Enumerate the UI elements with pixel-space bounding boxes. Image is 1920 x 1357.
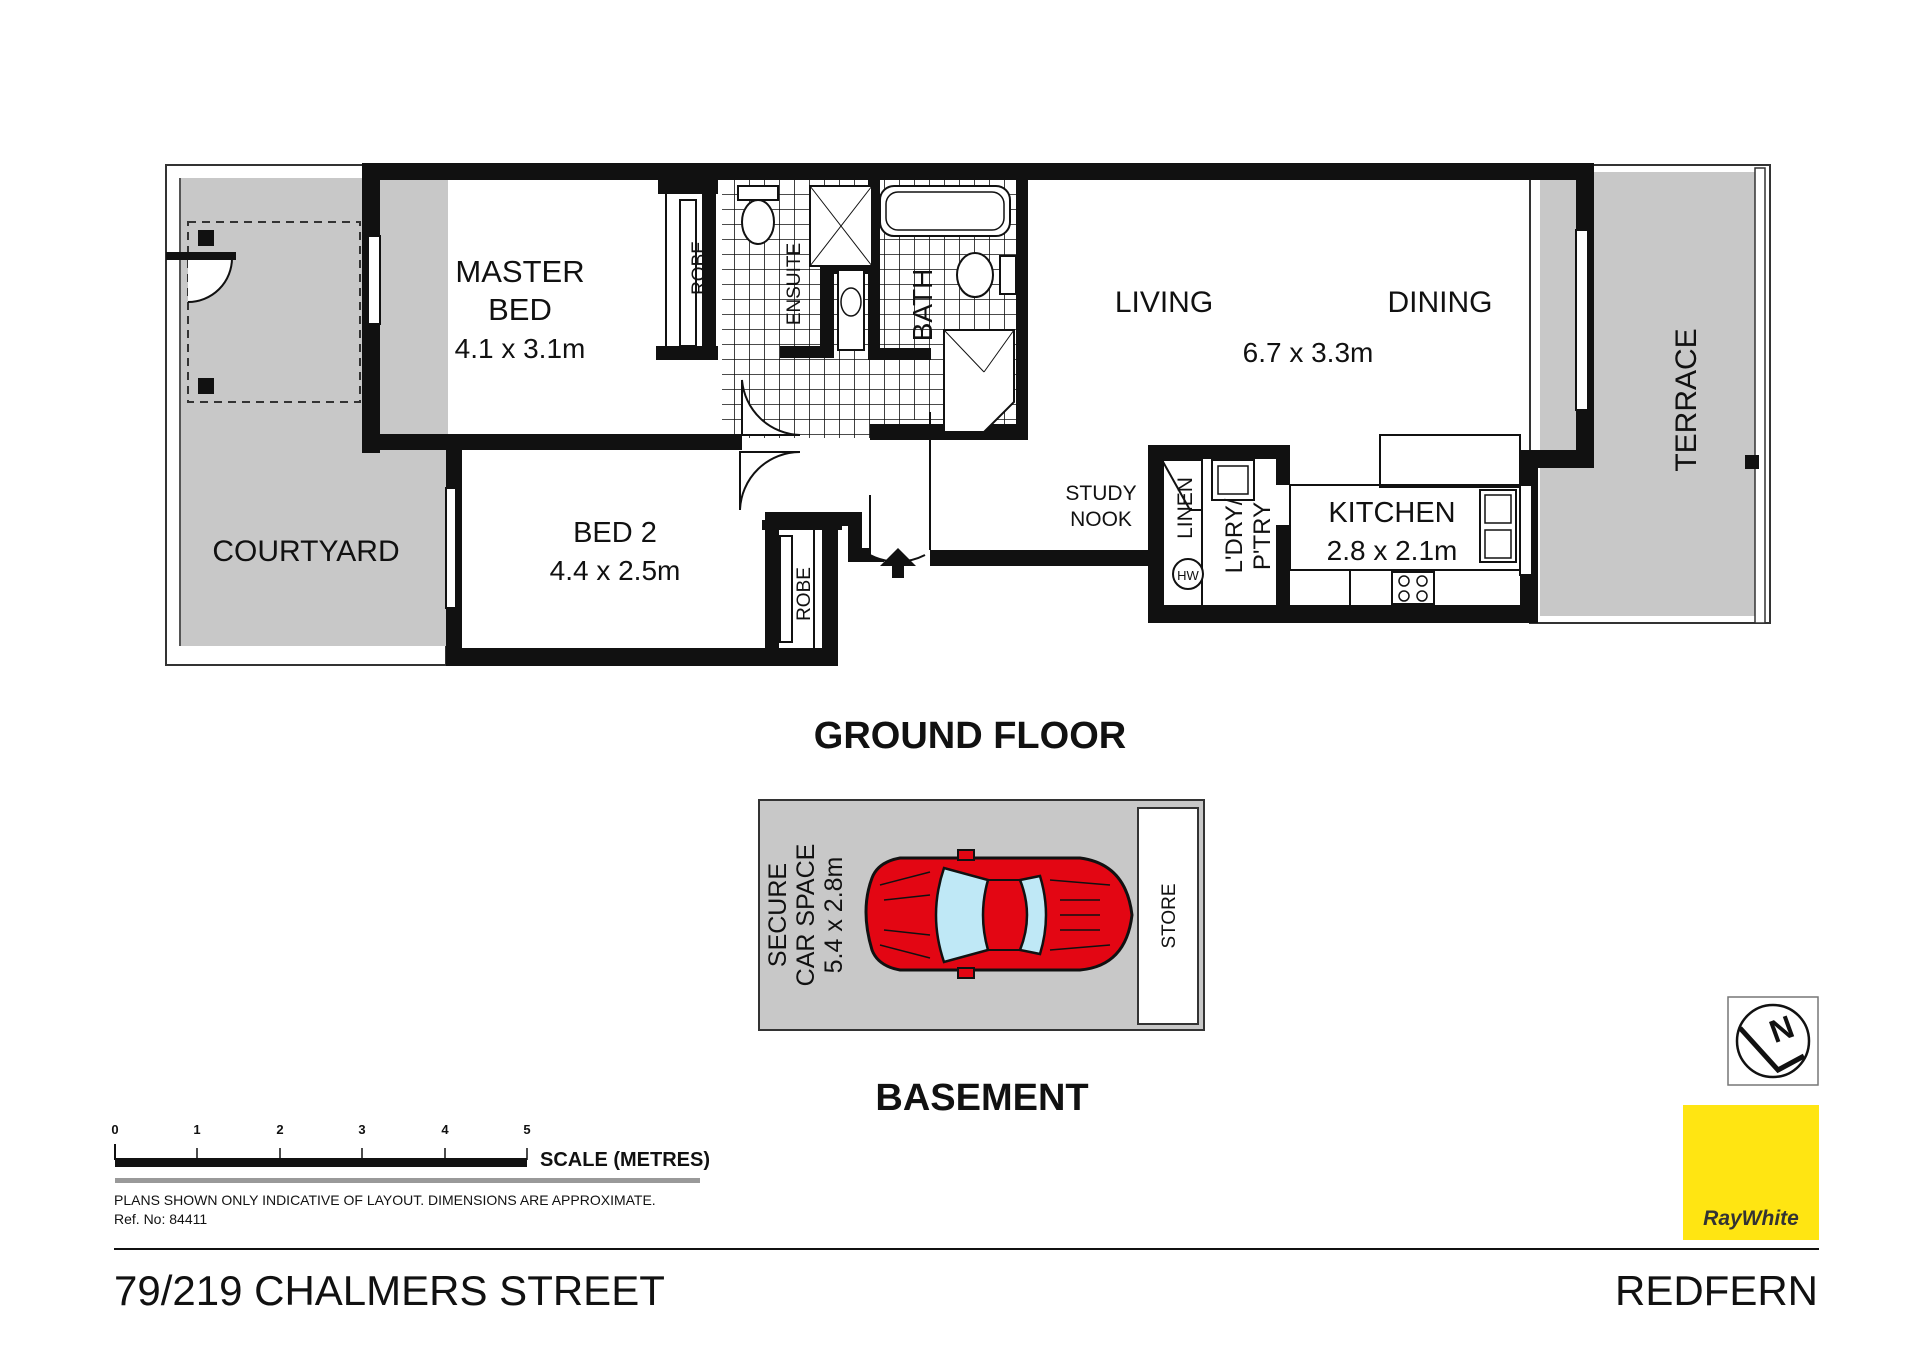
linen-label: LINEN <box>1174 477 1197 539</box>
living-dining-dimensions: 6.7 x 3.3m <box>1243 337 1374 368</box>
compass <box>1727 996 1819 1086</box>
ground-floor-title: GROUND FLOOR <box>814 715 1126 757</box>
pantry-label: P'TRY <box>1249 502 1276 570</box>
car-icon <box>864 849 1134 979</box>
bed-2-label: BED 2 <box>573 517 657 549</box>
address-text: 79/219 CHALMERS STREET <box>114 1267 665 1314</box>
hot-water-label: HW <box>1177 568 1199 583</box>
car-space-dimensions: 5.4 x 2.8m <box>820 857 848 974</box>
disclaimer-text: PLANS SHOWN ONLY INDICATIVE OF LAYOUT. D… <box>114 1192 656 1208</box>
thin-lines <box>665 185 1521 650</box>
dining-label: DINING <box>1388 286 1493 319</box>
terrace-label: TERRACE <box>1670 328 1703 471</box>
study-nook-label-2: NOOK <box>1070 508 1132 531</box>
bed-2-dimensions: 4.4 x 2.5m <box>550 555 681 586</box>
raywhite-logo <box>1683 1105 1819 1240</box>
master-bed-label-2: BED <box>488 292 552 327</box>
raywhite-logo-text: RayWhite <box>1703 1207 1799 1230</box>
bed-2-robe-label: ROBE <box>794 567 815 621</box>
basement-title: BASEMENT <box>875 1077 1088 1119</box>
scale-tick-3: 3 <box>358 1122 365 1137</box>
laundry-label: L'DRY/ <box>1221 498 1248 573</box>
doors <box>367 229 1589 609</box>
footer-divider <box>114 1248 1819 1250</box>
study-nook-label: STUDY <box>1065 482 1136 505</box>
living-label: LIVING <box>1115 286 1213 319</box>
master-bed-dimensions: 4.1 x 3.1m <box>455 333 586 364</box>
terrace-area <box>1529 164 1771 624</box>
car-space-label-2: CAR SPACE <box>792 844 820 987</box>
master-robe-label: ROBE <box>689 241 710 295</box>
scale-tick-5: 5 <box>523 1122 530 1137</box>
kitchen-fixtures <box>1172 459 1517 605</box>
scale-label: SCALE (METRES) <box>540 1149 710 1171</box>
store-label: STORE <box>1159 883 1180 948</box>
entry-arrow-icon <box>880 548 916 578</box>
courtyard-label: COURTYARD <box>212 535 399 568</box>
courtyard-area <box>165 164 448 666</box>
master-bed-label: MASTER <box>455 254 584 289</box>
scale-tick-1: 1 <box>193 1122 200 1137</box>
car-space-label: SECURE <box>764 863 792 967</box>
kitchen-label: KITCHEN <box>1328 497 1455 529</box>
reference-number: Ref. No: 84411 <box>114 1211 207 1227</box>
bath-label: BATH <box>907 269 938 342</box>
ensuite-label: ENSUITE <box>784 243 805 325</box>
scale-tick-2: 2 <box>276 1122 283 1137</box>
scale-tick-0: 0 <box>111 1122 118 1137</box>
kitchen-dimensions: 2.8 x 2.1m <box>1327 535 1458 566</box>
scale-bar <box>114 1144 700 1183</box>
scale-tick-4: 4 <box>441 1122 449 1137</box>
bathroom-fixtures <box>737 185 1017 433</box>
suburb-text: REDFERN <box>1615 1267 1818 1314</box>
